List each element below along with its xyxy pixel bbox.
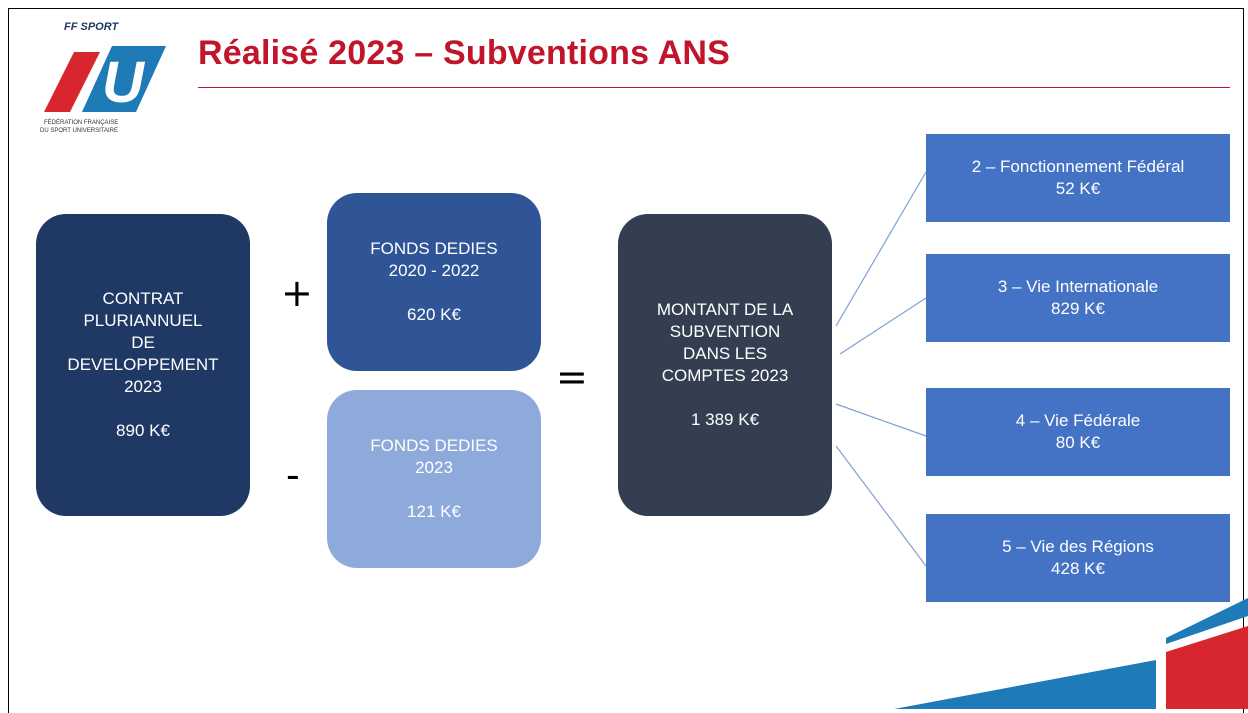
funds-current-box: FONDS DEDIES 2023 121 K€: [327, 390, 541, 568]
logo-letter: U: [102, 50, 146, 115]
funds-prior-amount: 620 K€: [407, 305, 461, 324]
total-line: SUBVENTION: [669, 322, 781, 341]
plus-operator: +: [281, 271, 313, 315]
title-underline: [198, 87, 1230, 88]
breakdown-label: 2 – Fonctionnement Fédéral: [971, 157, 1185, 176]
funds-current-line: 2023: [415, 458, 453, 477]
total-line: COMPTES 2023: [661, 366, 789, 385]
funds-prior-box: FONDS DEDIES 2020 - 2022 620 K€: [327, 193, 541, 371]
funds-current-amount: 121 K€: [407, 502, 461, 521]
total-box: MONTANT DE LA SUBVENTION DANS LES COMPTE…: [618, 214, 832, 516]
logo-red-stripe: [44, 52, 100, 112]
total-line: MONTANT DE LA: [656, 300, 794, 319]
contract-line: DEVELOPPEMENT: [67, 355, 219, 374]
logo-subtitle-1: FÉDÉRATION FRANÇAISE: [44, 119, 118, 126]
contract-line: CONTRAT: [102, 289, 184, 308]
breakdown-box: 5 – Vie des Régions 428 K€: [926, 514, 1230, 602]
contract-line: PLURIANNUEL: [83, 311, 203, 330]
logo-blue-shape: [82, 46, 166, 112]
breakdown-box: 2 – Fonctionnement Fédéral 52 K€: [926, 134, 1230, 222]
ffsu-logo: FF SPORT U FÉDÉRATION FRANÇAISE DU SPORT…: [40, 21, 166, 134]
breakdown-amount: 829 K€: [1051, 299, 1105, 318]
total-amount: 1 389 K€: [690, 410, 760, 429]
minus-operator: -: [286, 453, 300, 497]
funds-prior-line: FONDS DEDIES: [370, 239, 498, 258]
contract-line: 2023: [124, 377, 162, 396]
page-title: Réalisé 2023 – Subventions ANS: [198, 34, 730, 72]
breakdown-label: 4 – Vie Fédérale: [1015, 411, 1141, 430]
logo-subtitle-2: DU SPORT UNIVERSITAIRE: [40, 128, 118, 134]
equals-operator: =: [556, 355, 588, 399]
funds-prior-line: 2020 - 2022: [388, 261, 480, 280]
logo-brand-text: FF SPORT: [64, 21, 119, 33]
total-line: DANS LES: [682, 344, 768, 363]
breakdown-amount: 52 K€: [1055, 179, 1101, 198]
contract-line: DE: [131, 333, 155, 352]
breakdown-box: 3 – Vie Internationale 829 K€: [926, 254, 1230, 342]
contract-amount: 890 K€: [116, 421, 170, 440]
breakdown-label: 5 – Vie des Régions: [1002, 537, 1154, 556]
breakdown-label: 3 – Vie Internationale: [997, 277, 1159, 296]
breakdown-amount: 80 K€: [1055, 433, 1101, 452]
breakdown-box: 4 – Vie Fédérale 80 K€: [926, 388, 1230, 476]
breakdown-amount: 428 K€: [1051, 559, 1105, 578]
slide-frame: [8, 8, 1244, 713]
funds-current-line: FONDS DEDIES: [370, 436, 498, 455]
contract-box: CONTRAT PLURIANNUEL DE DEVELOPPEMENT 202…: [36, 214, 250, 516]
